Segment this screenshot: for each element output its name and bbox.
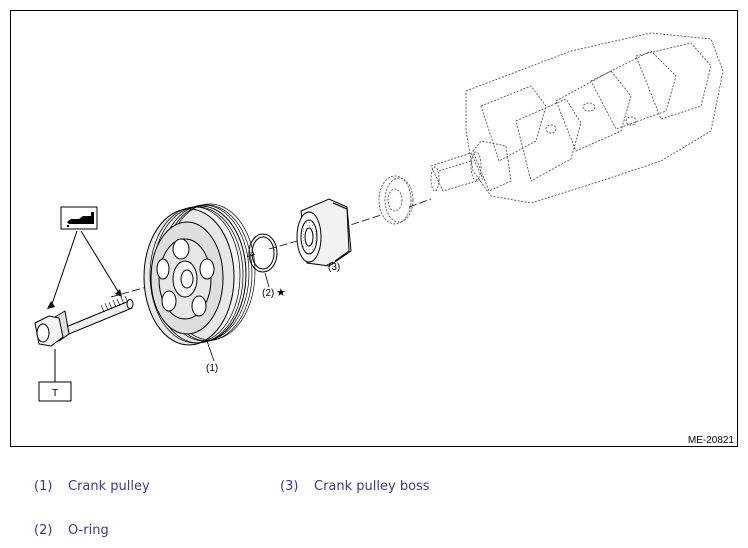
exploded-view-illustration: T (1) (2) ★ (3) ME-20821	[34, 32, 735, 446]
crank-sprocket	[378, 175, 414, 225]
legend-number: (3)	[280, 479, 299, 494]
legend-item-crank-pulley-boss: (3) Crank pulley boss	[280, 479, 430, 494]
diagram-frame: T (1) (2) ★ (3) ME-20821	[10, 10, 738, 447]
legend-number: (2)	[34, 523, 53, 538]
legend-label: Crank pulley	[68, 479, 150, 494]
callout-2: (2)	[262, 288, 274, 299]
callout-3: (3)	[328, 262, 340, 273]
torque-box	[38, 381, 72, 402]
crank-pulley	[143, 203, 256, 346]
crank-pulley-bolt	[34, 295, 134, 347]
callout-leaders	[206, 261, 334, 362]
torque-label: T	[52, 388, 58, 399]
legend-number: (1)	[34, 479, 53, 494]
star-mark: ★	[276, 286, 286, 299]
legend-label: Crank pulley boss	[314, 479, 430, 494]
crankshaft	[430, 32, 724, 204]
legend-item-crank-pulley: (1) Crank pulley	[34, 479, 150, 494]
crank-pulley-boss	[296, 198, 352, 267]
legend-item-o-ring: (2) O-ring	[34, 523, 109, 538]
legend-label: O-ring	[68, 523, 109, 538]
callout-1: (1)	[206, 363, 218, 374]
o-ring	[248, 233, 278, 273]
oil-can-icon	[47, 206, 122, 309]
figure-code: ME-20821	[688, 435, 735, 446]
